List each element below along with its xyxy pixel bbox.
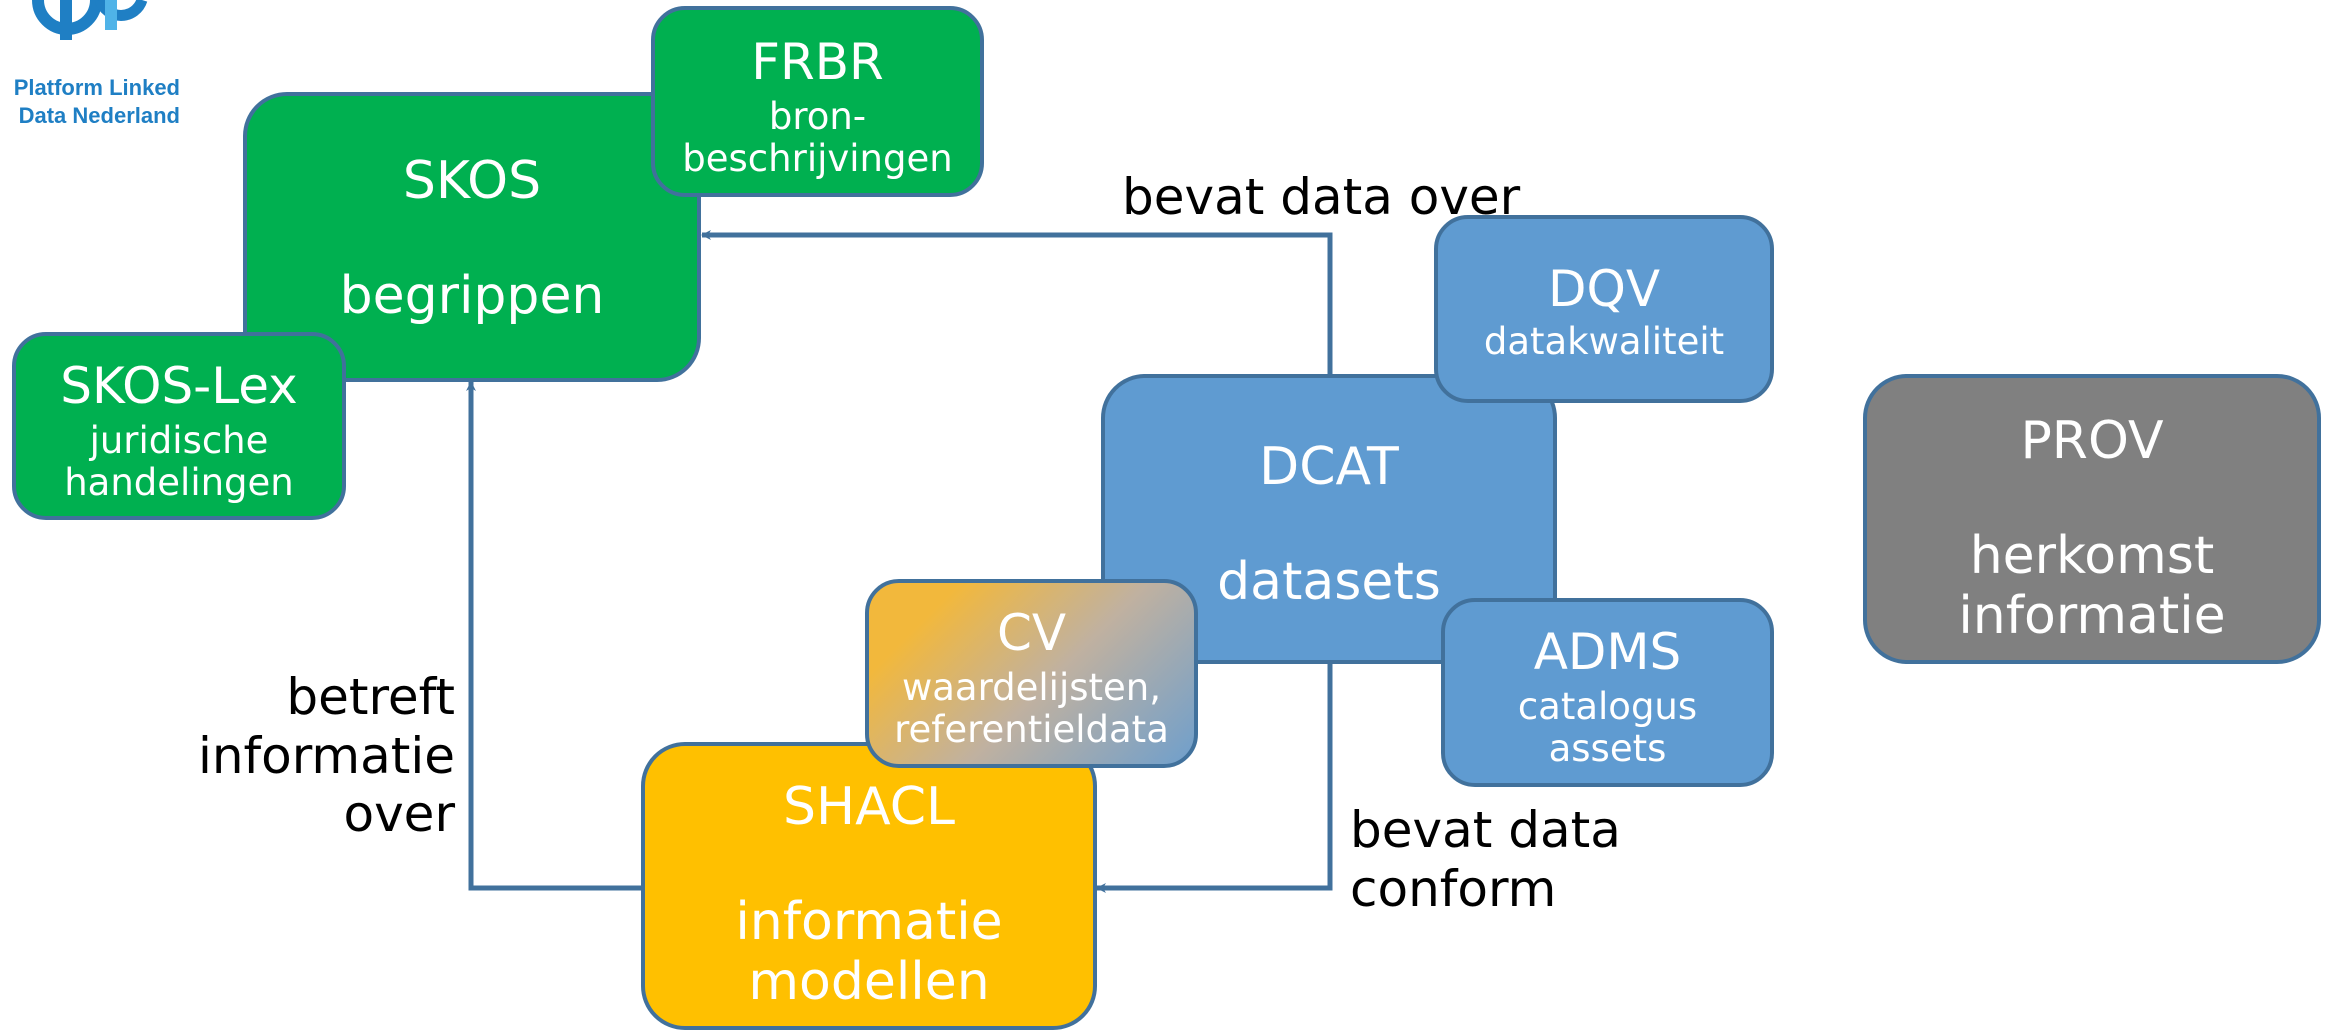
prov-subtitle-2: informatie [1958,585,2226,646]
dqv-title: DQV [1547,260,1661,318]
adms-subtitle-2: assets [1548,727,1667,771]
frbr-title: FRBR [751,33,884,91]
shacl-subtitle-2: modellen [748,951,990,1012]
skos-title: SKOS [402,151,542,211]
cv-subtitle-1: waardelijsten, [901,665,1162,709]
arrow-dcat-to-shacl [1096,662,1333,893]
skos-lex-title: SKOS-Lex [60,357,298,415]
label-conform-line-2: conform [1350,859,1557,918]
label-conform-line-1: bevat data [1350,801,1621,859]
prov-subtitle-1: herkomst [1969,525,2215,586]
shacl-subtitle-1: informatie [735,891,1003,952]
cv-title: CV [996,604,1067,662]
dcat-subtitle: datasets [1217,551,1441,612]
skos-lex-subtitle-2: handelingen [64,461,294,505]
platform-logo: Platform Linked Data Nederland [0,0,180,128]
shacl-box: SHACL informatie modellen [641,742,1097,1030]
label-bevat-data-conform: bevat data conform [1350,801,1621,918]
label-betreft-line-3: over [343,785,456,843]
logo-line-2: Data Nederland [18,102,180,128]
skos-lex-box: SKOS-Lex juridische handelingen [12,332,346,520]
logo-line-1: Platform Linked [13,75,180,100]
arrow-shacl-to-skos [466,381,644,891]
adms-title: ADMS [1533,623,1682,681]
prov-title: PROV [2020,411,2164,471]
dqv-subtitle: datakwaliteit [1483,319,1725,363]
frbr-box: FRBR bron- beschrijvingen [651,6,984,197]
skos-lex-subtitle-1: juridische [89,418,269,462]
arrow-dcat-to-skos [701,230,1333,375]
logo-mark-icon [32,0,148,40]
frbr-subtitle-1: bron- [768,94,867,138]
skos-subtitle: begrippen [339,265,605,326]
adms-box: ADMS catalogus assets [1441,598,1774,787]
skos-box: SKOS begrippen [243,92,701,382]
label-betreft-line-1: betreft [286,668,455,726]
dcat-title: DCAT [1259,437,1399,497]
adms-subtitle-1: catalogus [1517,684,1698,728]
cv-box: CV waardelijsten, referentieldata [865,579,1198,768]
frbr-subtitle-2: beschrijvingen [682,137,953,181]
label-betreft-line-2: informatie [197,726,455,785]
label-bevat-data-over: bevat data over [1122,168,1521,226]
cv-subtitle-2: referentieldata [894,708,1169,752]
label-betreft-informatie-over: betreft informatie over [190,668,455,844]
logo-text: Platform Linked Data Nederland [0,74,180,129]
prov-box: PROV herkomst informatie [1863,374,2321,664]
dqv-box: DQV datakwaliteit [1434,215,1774,403]
shacl-title: SHACL [782,777,956,837]
